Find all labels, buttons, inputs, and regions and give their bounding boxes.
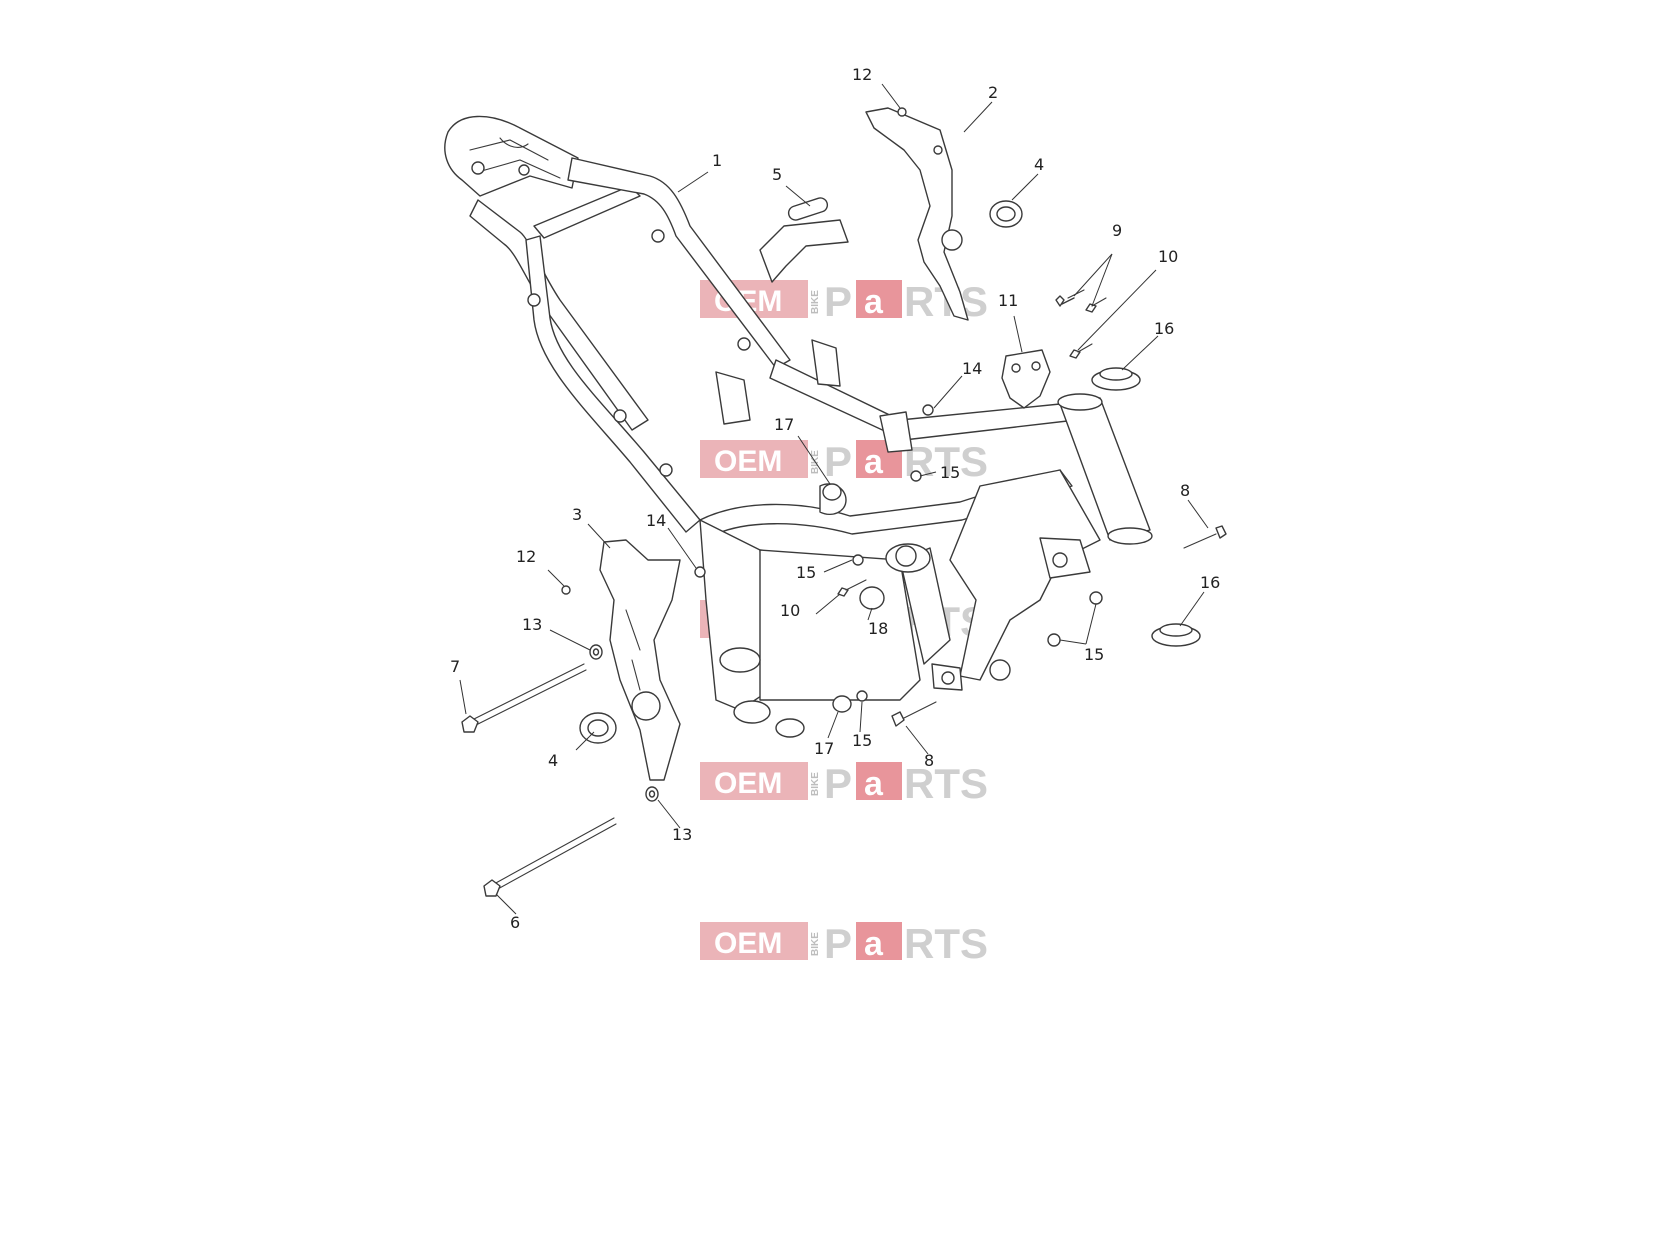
watermark-p-text: P <box>824 278 852 325</box>
leader-lines <box>459 83 1209 915</box>
callout-11: 11 <box>998 291 1018 310</box>
callout-15: 15 <box>940 463 960 482</box>
watermark-bike-text: BIKE <box>810 772 821 796</box>
watermark-p-text: P <box>824 438 852 485</box>
watermark-a-text: a <box>864 443 884 481</box>
nut-part <box>694 566 706 578</box>
nut-part <box>1047 633 1061 647</box>
main-frame-part <box>444 115 1153 738</box>
watermark-oem-text: OEM <box>714 927 782 960</box>
bolt-part <box>1183 525 1227 549</box>
screw-part <box>897 107 907 117</box>
callout-16: 16 <box>1200 573 1220 592</box>
callout-4: 4 <box>548 751 558 770</box>
callout-10: 10 <box>780 601 800 620</box>
watermark-p-text: P <box>824 920 852 967</box>
callout-12: 12 <box>852 65 872 84</box>
nut-part <box>910 470 922 482</box>
callout-13: 13 <box>522 615 542 634</box>
spacer-part <box>832 695 852 713</box>
right-upper-bracket-part <box>865 107 969 321</box>
bush-part <box>859 586 885 610</box>
callout-3: 3 <box>572 505 582 524</box>
watermark-a-text: a <box>864 765 884 803</box>
bolt-part <box>1055 289 1085 307</box>
watermark-bike-text: BIKE <box>810 290 821 314</box>
watermark-oem-text: OEM <box>714 767 782 800</box>
bolt-part <box>1069 343 1093 359</box>
watermark: OEM BIKE P a RTS <box>700 920 988 967</box>
bracket-hole <box>631 691 661 721</box>
left-lower-bracket-part <box>599 539 681 781</box>
callout-8: 8 <box>924 751 934 770</box>
watermark-p-text: P <box>824 760 852 807</box>
long-bolt-part <box>483 817 617 897</box>
callout-15: 15 <box>1084 645 1104 664</box>
watermark: OEM BIKE P a RTS <box>700 278 988 325</box>
bearing-part <box>989 200 1023 228</box>
mount-plate-part <box>1001 349 1051 409</box>
washer-part <box>589 644 603 660</box>
callout-6: 6 <box>510 913 520 932</box>
watermark-bike-text: BIKE <box>810 932 821 956</box>
plate-hole <box>1031 361 1041 371</box>
bolt-part <box>837 579 867 597</box>
washer-part <box>645 786 659 802</box>
callout-4: 4 <box>1034 155 1044 174</box>
bracket-hole <box>941 229 963 251</box>
callout-2: 2 <box>988 83 998 102</box>
spacer-part <box>822 483 842 501</box>
callout-1: 1 <box>712 151 722 170</box>
nut-part <box>852 554 864 566</box>
watermark: OEM BIKE P a RTS <box>700 438 988 485</box>
callout-17: 17 <box>814 739 834 758</box>
callout-13: 13 <box>672 825 692 844</box>
watermark-a-text: a <box>864 283 884 321</box>
callout-15: 15 <box>852 731 872 750</box>
plate-hole <box>1011 363 1021 373</box>
nut-part <box>856 690 868 702</box>
screw-part <box>561 585 571 595</box>
rubber-bush-part <box>1091 367 1141 391</box>
callout-18: 18 <box>868 619 888 638</box>
callout-14: 14 <box>646 511 666 530</box>
callout-7: 7 <box>450 657 460 676</box>
callout-10: 10 <box>1158 247 1178 266</box>
bolt-part <box>1085 297 1107 313</box>
callout-12: 12 <box>516 547 536 566</box>
long-bolt-part <box>461 663 587 733</box>
callout-5: 5 <box>772 165 782 184</box>
callout-15: 15 <box>796 563 816 582</box>
nut-part <box>922 404 934 416</box>
watermark: OEM BIKE P a RTS <box>700 760 988 807</box>
callout-17: 17 <box>774 415 794 434</box>
watermark-rts-text: RTS <box>904 760 988 807</box>
callout-labels: 1 2 3 4 4 5 6 7 8 8 9 10 10 11 12 12 13 … <box>450 65 1220 932</box>
bracket-hole <box>933 145 943 155</box>
nut-part <box>1089 591 1103 605</box>
callout-16: 16 <box>1154 319 1174 338</box>
bearing-part <box>579 712 617 744</box>
watermark-a-text: a <box>864 925 884 963</box>
callout-8: 8 <box>1180 481 1190 500</box>
watermark-oem-text: OEM <box>714 445 782 478</box>
hanger-bracket-part <box>759 197 849 283</box>
rubber-bush-part <box>1151 623 1201 647</box>
bolt-part <box>891 701 937 727</box>
callout-9: 9 <box>1112 221 1122 240</box>
callout-14: 14 <box>962 359 982 378</box>
watermark-rts-text: RTS <box>904 920 988 967</box>
